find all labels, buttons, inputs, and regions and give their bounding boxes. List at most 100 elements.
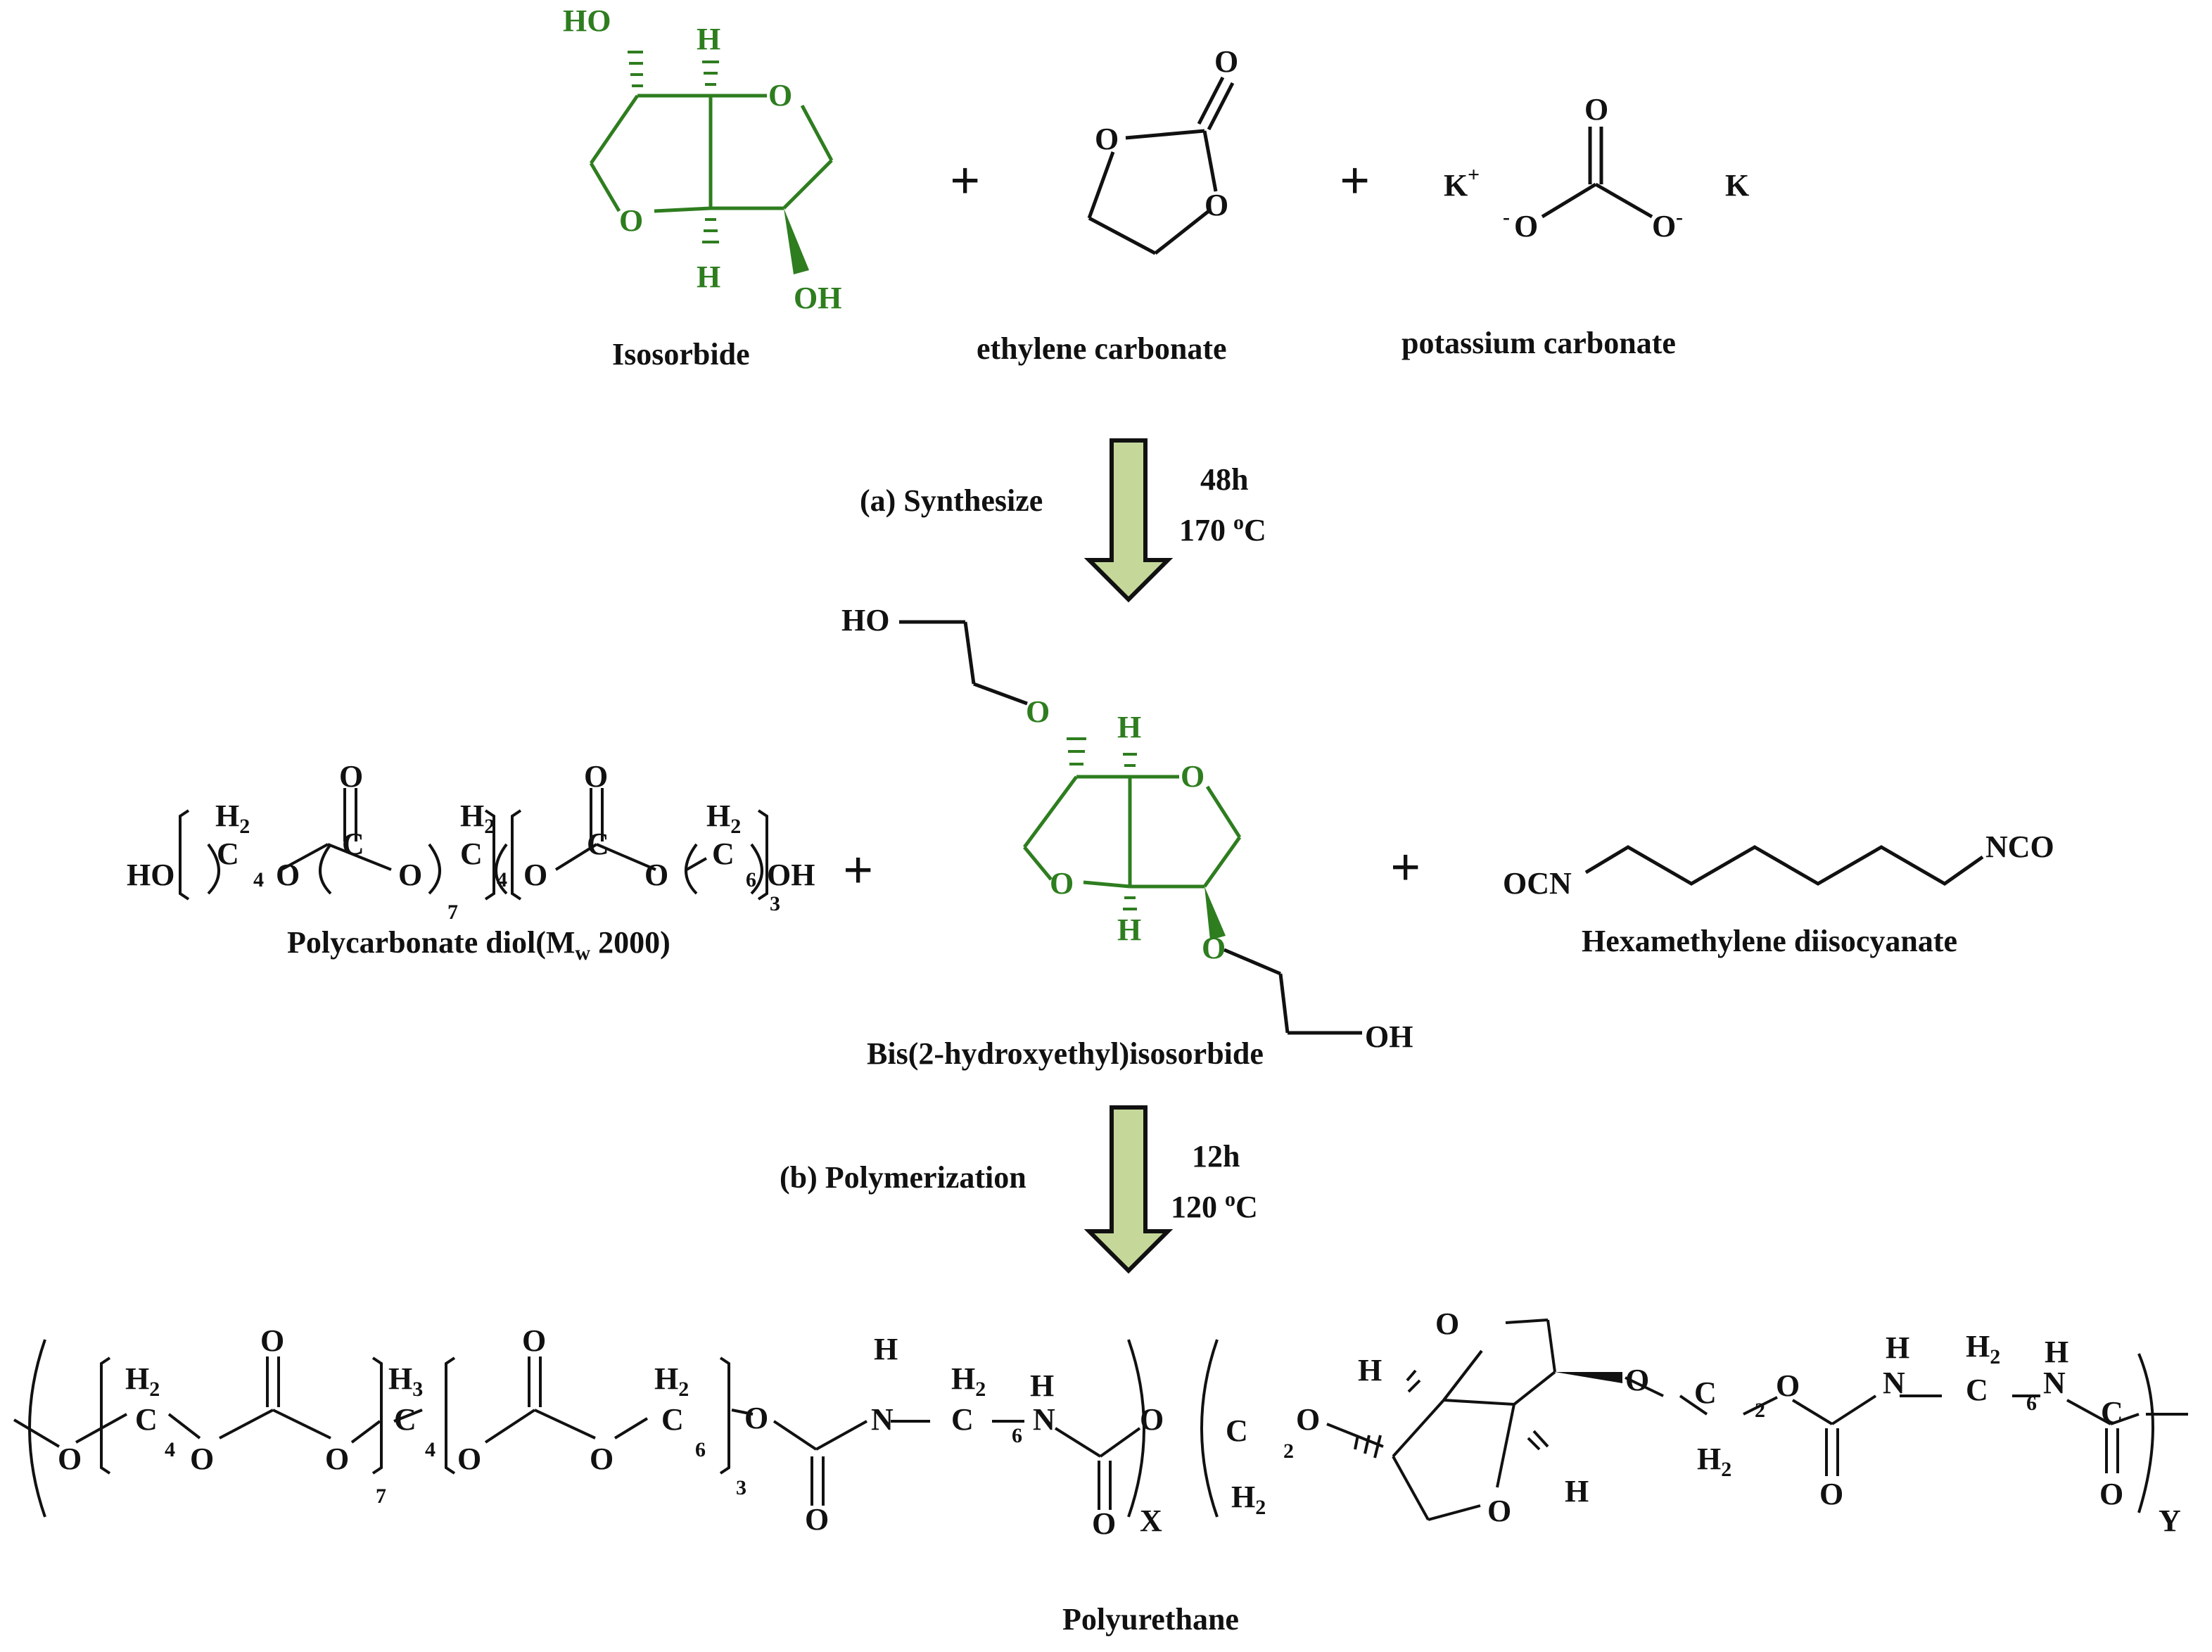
- pu-h: H: [874, 1332, 898, 1366]
- pcd-o: O: [644, 858, 668, 892]
- k2co3-o-top: O: [1584, 92, 1608, 127]
- k-right: K: [1725, 168, 1749, 203]
- reaction-arrow-b: [1083, 1105, 1174, 1274]
- potassium-carbonate-structure: [1541, 127, 1653, 219]
- pu-c: C: [951, 1402, 974, 1437]
- pu-h2: H2: [1697, 1442, 1731, 1481]
- pu-o: O: [744, 1401, 768, 1435]
- bhis-h-bottom: H: [1117, 913, 1141, 947]
- ethylene-carbonate-label: ethylene carbonate: [977, 331, 1227, 366]
- pu-h2: H2: [1231, 1480, 1266, 1519]
- isosorbide-ho: HO: [563, 4, 611, 38]
- pu-n3: 3: [736, 1476, 746, 1499]
- bhis-oh: OH: [1365, 1019, 1413, 1054]
- isosorbide-structure: [589, 51, 834, 243]
- plus-sign: +: [843, 841, 873, 900]
- pu-o: O: [457, 1442, 481, 1476]
- pu-c: C: [394, 1402, 417, 1437]
- pcd-c: C: [342, 827, 364, 861]
- pu-h: H: [1358, 1353, 1382, 1387]
- pcd-n3: 3: [770, 892, 780, 915]
- pcd-o-carbonyl: O: [584, 759, 608, 794]
- pu-h2: H2: [1966, 1329, 2000, 1368]
- pu-n2: 2: [1755, 1399, 1765, 1422]
- pu-o: O: [190, 1442, 214, 1476]
- bhis-h-top: H: [1117, 710, 1141, 744]
- plus-sign: +: [1340, 151, 1370, 210]
- pu-o-carbonyl: O: [260, 1323, 284, 1358]
- isosorbide-oh: OH: [794, 281, 841, 315]
- pu-o-carbonyl: O: [1819, 1477, 1843, 1511]
- pcd-h2: H2: [215, 799, 250, 838]
- bhis-o: O: [1202, 931, 1226, 965]
- k2co3-o-left: O: [1514, 209, 1538, 243]
- k2co3-o-right: O: [1652, 209, 1676, 243]
- pu-h: H: [2045, 1335, 2068, 1369]
- k2co3-minus: -: [1503, 205, 1510, 229]
- pcd-n7: 7: [447, 901, 458, 924]
- reaction-arrow-a: [1083, 438, 1174, 603]
- pu-n2: 2: [1283, 1440, 1294, 1463]
- ec-o-ring: O: [1204, 188, 1228, 222]
- potassium-carbonate-label: potassium carbonate: [1401, 326, 1676, 360]
- pu-o-ring: O: [1487, 1494, 1511, 1528]
- isosorbide-o-ring: O: [768, 78, 792, 113]
- hdi-ocn: OCN: [1503, 866, 1572, 901]
- pu-wedge-bond: [1555, 1372, 1622, 1383]
- pcd-c: C: [460, 837, 483, 871]
- pu-h2: H2: [951, 1361, 986, 1401]
- pu-h: H: [1565, 1474, 1589, 1508]
- pu-c: C: [1694, 1375, 1717, 1410]
- step-b-time: 12h: [1192, 1139, 1240, 1174]
- pcd-oh: OH: [767, 858, 815, 892]
- pu-o: O: [1625, 1363, 1649, 1397]
- isosorbide-wedge-bond: [784, 208, 809, 274]
- pu-c: C: [2101, 1395, 2123, 1430]
- polycarbonate-diol-label: Polycarbonate diol(Mw 2000): [287, 925, 670, 965]
- pu-o-carbonyl: O: [2099, 1477, 2123, 1511]
- plus-sign: +: [1390, 838, 1420, 897]
- pcd-c: C: [587, 827, 609, 861]
- pu-o-carbonyl: O: [522, 1323, 546, 1358]
- pu-c: C: [661, 1402, 684, 1437]
- hdi-label: Hexamethylene diisocyanate: [1582, 924, 1957, 958]
- ec-o-carbonyl: O: [1214, 44, 1238, 79]
- pu-o-ring: O: [1435, 1307, 1459, 1341]
- pu-o: O: [1140, 1402, 1164, 1437]
- pcd-h2: H2: [706, 799, 741, 838]
- pu-n: N: [1033, 1402, 1055, 1437]
- pu-h: H: [1886, 1330, 1909, 1365]
- pu-h: H: [1030, 1368, 1054, 1403]
- pcd-o: O: [276, 858, 300, 892]
- bis-isosorbide-label: Bis(2-hydroxyethyl)isosorbide: [867, 1036, 1264, 1071]
- pu-n6: 6: [2026, 1392, 2037, 1415]
- bhis-ho: HO: [841, 603, 889, 637]
- plus-sign: +: [950, 151, 980, 210]
- pcd-o-carbonyl: O: [339, 759, 363, 794]
- pcd-o: O: [523, 858, 547, 892]
- ec-o-ring: O: [1095, 122, 1119, 156]
- pu-o: O: [325, 1442, 349, 1476]
- pu-x: X: [1140, 1504, 1162, 1538]
- pu-h3: H3: [388, 1361, 423, 1401]
- pu-n4: 4: [165, 1438, 175, 1461]
- pu-n6: 6: [695, 1438, 706, 1461]
- pcd-c: C: [712, 837, 735, 871]
- isosorbide-h-top: H: [697, 22, 720, 56]
- pcd-ho: HO: [127, 858, 174, 892]
- k2co3-minus: -: [1676, 205, 1683, 229]
- pcd-n4: 4: [253, 868, 264, 891]
- step-b-label: (b) Polymerization: [780, 1160, 1026, 1195]
- pu-n: N: [2043, 1366, 2066, 1400]
- bhis-o-ring: O: [1050, 866, 1074, 901]
- step-b-temp: 120 oC: [1171, 1188, 1258, 1224]
- pu-n7: 7: [376, 1485, 386, 1508]
- pcd-n4: 4: [497, 868, 507, 891]
- pu-o: O: [1296, 1402, 1320, 1437]
- ethylene-carbonate-structure: [1087, 76, 1235, 255]
- pcd-n6: 6: [746, 868, 756, 891]
- isosorbide-o-ring: O: [619, 203, 643, 238]
- pu-o-carbonyl: O: [1092, 1506, 1116, 1541]
- pu-c: C: [1226, 1413, 1248, 1448]
- pu-o: O: [590, 1442, 614, 1476]
